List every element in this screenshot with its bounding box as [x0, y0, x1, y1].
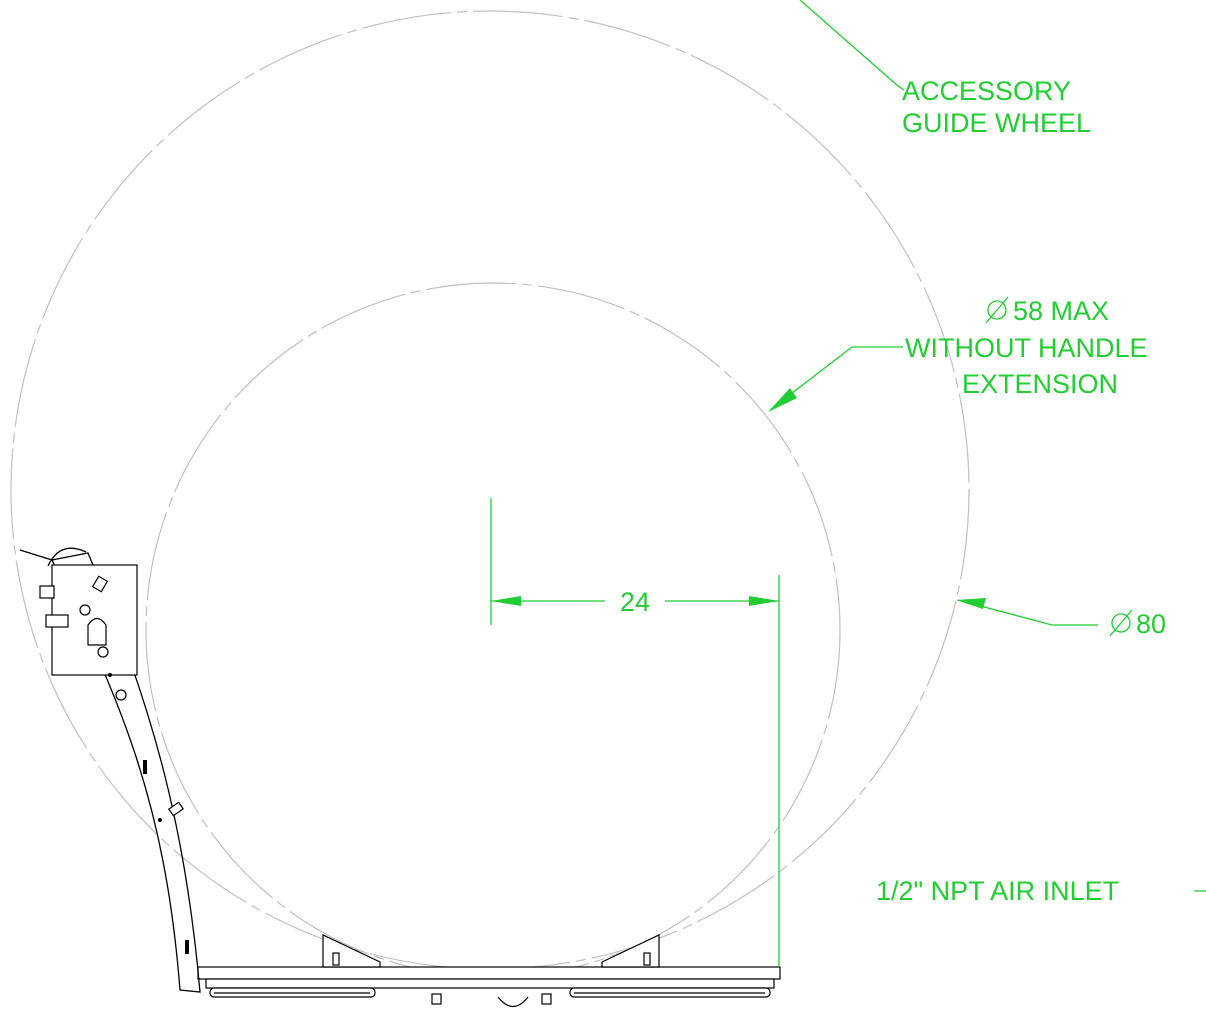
dia58-label-line3: EXTENSION	[962, 369, 1118, 399]
air-inlet-label: 1/2" NPT AIR INLET	[876, 876, 1119, 906]
dim-24-label: 24	[620, 587, 650, 617]
diameter-80-callout: 80	[956, 598, 1166, 639]
dia80-label: 80	[1136, 609, 1166, 639]
diameter-icon	[985, 296, 1009, 324]
dia58-label-line1: 58 MAX	[1013, 296, 1109, 326]
air-inlet-callout: 1/2" NPT AIR INLET	[876, 876, 1206, 906]
diameter-58-callout: 58 MAX WITHOUT HANDLE EXTENSION	[768, 296, 1148, 412]
handle	[19, 547, 201, 993]
diameter-icon	[1109, 609, 1133, 637]
guide-wheel-label-line1: ACCESSORY	[902, 76, 1071, 106]
guide-wheel-label-line2: GUIDE WHEEL	[902, 108, 1091, 138]
guide-wheel-callout: ACCESSORY GUIDE WHEEL	[799, 0, 1091, 138]
dimension-24: 24	[490, 498, 780, 967]
dia58-label-line2: WITHOUT HANDLE	[905, 333, 1148, 363]
circle-58-diameter	[145, 282, 841, 978]
machine-base	[197, 934, 781, 1008]
